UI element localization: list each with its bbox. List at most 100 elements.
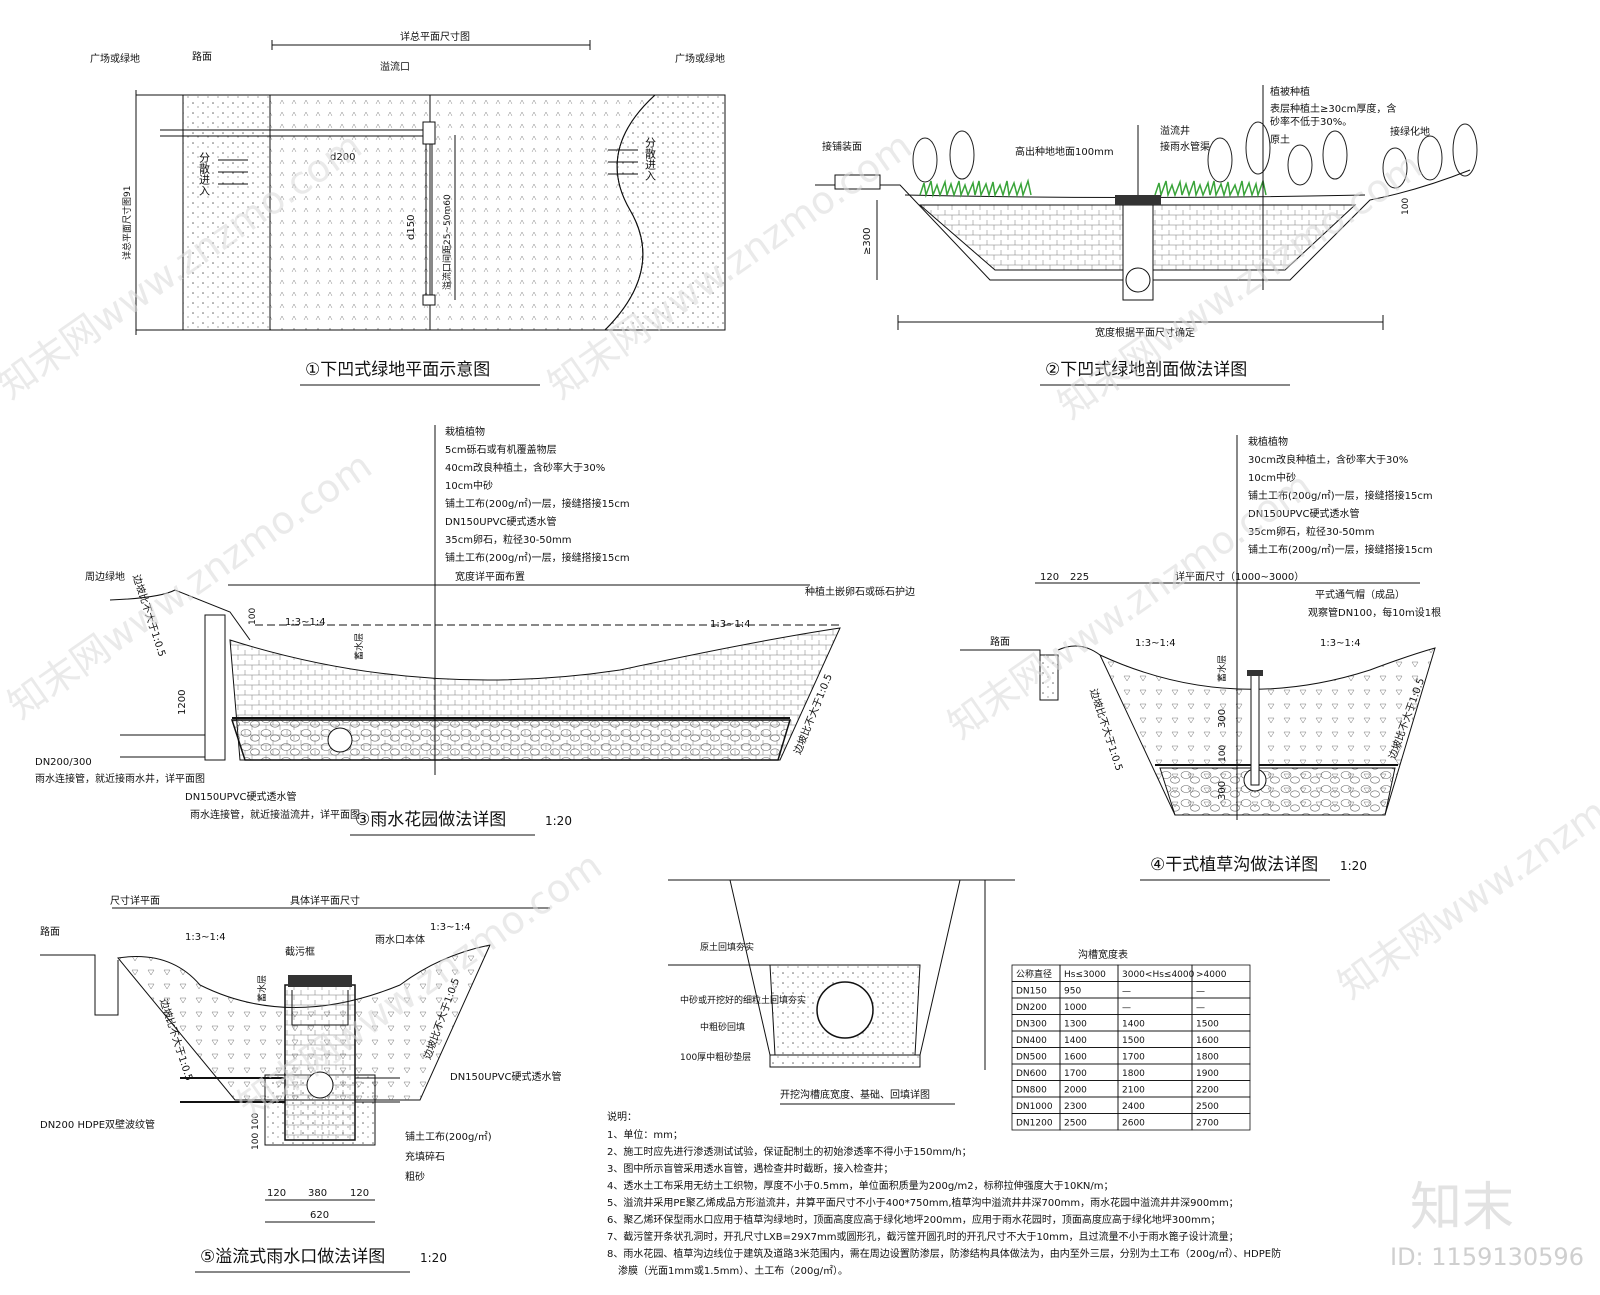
fig1-label-disperse-left: 分散进入: [198, 152, 211, 196]
fig1-label-d200: d200: [330, 152, 355, 163]
fig4-300b: 300: [1217, 781, 1228, 800]
table-cell: DN1200: [1016, 1119, 1053, 1129]
fig3-layer-7: 铺土工布(200g/㎡)一层，接缝搭接15cm: [445, 551, 630, 564]
fig1-label-d150: d150: [406, 215, 417, 240]
note-line: 8、雨水花园、植草沟边线位于建筑及道路3米范围内，需在周边设置防渗层，防渗结构具…: [607, 1247, 1281, 1260]
note-line: 5、溢流井采用PE聚乙烯成品方形溢流井，井算平面尺寸不小于400*750mm,植…: [607, 1196, 1239, 1209]
table-header-cell: Hs≤3000: [1064, 970, 1106, 980]
fig2-layer-1: 表层种植土≥30cm厚度，含: [1270, 102, 1396, 115]
table-cell: 2200: [1196, 1086, 1219, 1096]
fig3-perf-pipe: DN150UPVC硬式透水管: [185, 790, 296, 803]
fig3-layer-5: DN150UPVC硬式透水管: [445, 515, 556, 528]
fig5-trap: 截污框: [285, 945, 315, 958]
fig2-connect-green: 接绿化地: [1390, 125, 1430, 138]
fig5-dim-left: 尺寸详平面: [110, 894, 160, 907]
table-cell: 1700: [1064, 1069, 1087, 1079]
table-cell: 1800: [1122, 1069, 1145, 1079]
table-cell: DN300: [1016, 1020, 1047, 1030]
table-cell: 1900: [1196, 1069, 1219, 1079]
table-cell: 1400: [1064, 1036, 1087, 1046]
fig2-layer-3: 原土: [1270, 133, 1290, 146]
table-header-cell: >4000: [1196, 970, 1227, 980]
notes-heading: 说明：: [607, 1110, 637, 1123]
fig5-dim-main: 具体详平面尺寸: [290, 894, 360, 907]
trench-label-3: 100厚中粗砂垫层: [680, 1051, 751, 1063]
fig5-100a: 100: [251, 1113, 261, 1130]
table-cell: 2600: [1122, 1119, 1145, 1129]
table-cell: 950: [1064, 987, 1081, 997]
table-cell: DN150: [1016, 987, 1047, 997]
fig1-label-overflow: 溢流口: [380, 60, 410, 73]
fig4-cap: 平式通气帽（成品）: [1315, 588, 1405, 601]
table-cell: 1600: [1196, 1036, 1219, 1046]
fig2-100: 100: [1401, 198, 1411, 215]
table-cell: 1000: [1064, 1003, 1087, 1013]
table-cell: 1400: [1122, 1020, 1145, 1030]
note-line: 3、图中所示盲管采用透水盲管，遇检查井时截断，接入检查井；: [607, 1162, 893, 1175]
fig5-geo: 铺土工布(200g/㎡): [405, 1130, 492, 1143]
table-title: 沟槽宽度表: [1078, 948, 1128, 961]
fig5-hdpe: DN200 HDPE双壁波纹管: [40, 1118, 155, 1131]
fig3-layer-3: 10cm中砂: [445, 479, 493, 492]
table-cell: 2300: [1064, 1102, 1087, 1112]
fig4-road: 路面: [990, 635, 1010, 648]
fig4-slope1: 1:3~1:4: [1135, 638, 1176, 649]
fig1-label-right: 广场或绿地: [675, 52, 725, 65]
fig3-layer-6: 35cm卵石，粒径30-50mm: [445, 533, 572, 546]
table-cell: —: [1122, 1003, 1131, 1013]
fig2-height: 高出种地地面100mm: [1015, 145, 1114, 158]
table-cell: 1500: [1196, 1020, 1219, 1030]
fig2-grass: [919, 178, 1267, 198]
fig3-dn: DN200/300: [35, 757, 92, 768]
note-line: 4、透水土工布采用无纺土工织物，厚度不小于0.5mm，单位面积质量为200g/m…: [607, 1179, 1114, 1192]
fig5-body: 雨水口本体: [375, 933, 425, 946]
brand-logo: 知末: [1410, 1178, 1514, 1238]
table-cell: 1500: [1122, 1036, 1145, 1046]
table-cell: DN200: [1016, 1003, 1047, 1013]
fig2-connect: 接雨水管渠: [1160, 140, 1210, 153]
fig5-road: 路面: [40, 925, 60, 938]
fig5-store: 蓄水层: [256, 975, 268, 1002]
fig4-dim-120: 120: [1040, 572, 1059, 583]
table-header-cell: 3000<Hs≤4000: [1122, 970, 1195, 980]
note-line: 渗膜（光面1mm或1.5mm）、土工布（200g/㎡）。: [618, 1264, 848, 1277]
table-cell: 2000: [1064, 1086, 1087, 1096]
fig4-dim-main: 详平面尺寸（1000~3000）: [1175, 570, 1304, 583]
table-cell: 1800: [1196, 1053, 1219, 1063]
table-cell: 2400: [1122, 1102, 1145, 1112]
fig1-label-road: 路面: [192, 50, 212, 63]
fig3-title: ③雨水花园做法详图: [355, 810, 506, 830]
fig5-100b: 100: [251, 1133, 261, 1150]
fig3-100: 100: [248, 608, 258, 625]
fig1-label-disperse-right: 分散进入: [644, 137, 657, 181]
fig2-section: 植被种植 表层种植土≥30cm厚度，含 砂率不低于30%。 原土 接绿化地 接铺…: [815, 85, 1478, 386]
fig3-scale: 1:20: [545, 814, 572, 828]
note-line: 1、单位：mm；: [607, 1128, 683, 1141]
fig1-label-left: 广场或绿地: [90, 52, 140, 65]
fig2-overflow-well: 溢流井: [1160, 124, 1190, 137]
fig2-title: ②下凹式绿地剖面做法详图: [1045, 360, 1247, 380]
fig2-shrubs: [912, 121, 1478, 189]
fig3-slope2: 1:3~1:4: [710, 619, 751, 630]
fig5-gravel: 充填碎石: [405, 1150, 445, 1163]
fig2-layer-0: 植被种植: [1270, 85, 1310, 98]
fig4-dim-225: 225: [1070, 572, 1089, 583]
fig4-slope2: 1:3~1:4: [1320, 638, 1361, 649]
table-cell: 1600: [1064, 1053, 1087, 1063]
note-line: 6、聚乙烯环保型雨水口应用于植草沟绿地时，顶面高度应高于绿化地坪200mm，应用…: [607, 1213, 1221, 1226]
fig4-layer-3: 铺土工布(200g/㎡)一层，接缝搭接15cm: [1248, 489, 1433, 502]
fig3-pipe-note: 雨水连接管，就近接雨水井，详平面图: [35, 772, 205, 785]
table-cell: —: [1196, 1003, 1205, 1013]
fig5-sand: 粗砂: [405, 1170, 425, 1183]
note-line: 2、施工时应先进行渗透测试试验，保证配制土的初始渗透率不得小于150mm/h；: [607, 1145, 972, 1158]
table-cell: 2500: [1196, 1102, 1219, 1112]
fig3-surround: 周边绿地: [85, 570, 125, 583]
fig4-layer-0: 栽植植物: [1248, 435, 1288, 448]
fig3-layer-2: 40cm改良种植土，含砂率大于30%: [445, 461, 605, 474]
fig1-label-spacing: 溢流口间距25~50m60: [441, 194, 453, 290]
trench-label-1: 中砂或开挖好的细粒土回填夯实: [680, 994, 806, 1006]
table-cell: —: [1196, 987, 1205, 997]
fig3-edge: 种植土嵌卵石或砾石护边: [805, 585, 915, 598]
